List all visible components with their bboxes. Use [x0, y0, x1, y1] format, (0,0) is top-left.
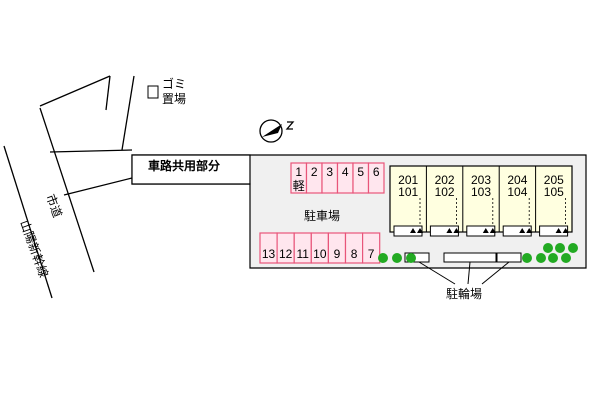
parking-number: 13: [262, 247, 276, 261]
bicycle-rack: [404, 252, 430, 263]
parking-number: 11: [297, 247, 310, 261]
parking-number: 4: [342, 165, 349, 179]
shared-road-area: [131, 154, 251, 185]
tree-icon: [543, 243, 553, 253]
bicycle-rack: [443, 252, 497, 263]
shared-road-label: 車路共用部分: [148, 158, 220, 173]
garbage-label-2: 置場: [162, 92, 186, 106]
parking-space: [362, 232, 381, 264]
trees: [378, 243, 578, 263]
tree-icon: [406, 253, 416, 263]
surrounding-lines: [3, 75, 135, 299]
bicycle-rack: [496, 252, 522, 263]
bicycle-leader-lines: [418, 261, 510, 285]
bicycle-label: 駐輪場: [446, 286, 482, 301]
unit-number-upper: 204: [507, 173, 527, 187]
shinkansen-label: 山陽新幹線: [17, 218, 52, 280]
tree-icon: [392, 253, 402, 263]
unit-number-lower: 101: [398, 185, 418, 199]
unit-number-lower: 104: [507, 185, 527, 199]
unit-entrance: [393, 225, 423, 237]
tree-icon: [568, 243, 578, 253]
parking-number: 10: [313, 247, 327, 261]
parking-number: 3: [326, 165, 333, 179]
parking-label: 駐車場: [304, 208, 340, 223]
tree-icon: [536, 253, 546, 263]
bicycle-racks: [404, 252, 522, 263]
garbage-label-1: ゴミ: [162, 76, 186, 91]
unit-number-upper: 201: [398, 173, 418, 187]
unit-number-upper: 203: [471, 173, 491, 187]
city-road-label: 市道: [43, 192, 65, 220]
parking-number: 1: [295, 165, 302, 179]
parking-number: 2: [311, 165, 318, 179]
unit-number-upper: 205: [544, 173, 564, 187]
tree-icon: [555, 243, 565, 253]
tree-icon: [378, 253, 388, 263]
parking-number: 8: [351, 247, 358, 261]
tree-icon: [522, 253, 532, 263]
parking-number: 12: [279, 247, 293, 261]
unit-entrance: [466, 225, 496, 237]
parking-number: 7: [368, 247, 375, 261]
kei-car-mark: 軽: [293, 179, 305, 193]
garbage-box: [147, 85, 159, 99]
unit-entrance: [429, 225, 459, 237]
parking-space: [367, 162, 385, 194]
tree-icon: [548, 253, 558, 263]
unit-number-lower: 103: [471, 185, 491, 199]
parking-number: 6: [373, 165, 380, 179]
unit-number-lower: 105: [544, 185, 564, 199]
compass-north-icon: [259, 119, 295, 143]
tree-icon: [561, 253, 571, 263]
unit-entrance: [502, 225, 532, 237]
parking-number: 5: [357, 165, 364, 179]
unit-entrance: [539, 225, 569, 237]
unit-number-lower: 102: [435, 185, 455, 199]
parking-number: 9: [334, 247, 341, 261]
unit-number-upper: 202: [435, 173, 455, 187]
